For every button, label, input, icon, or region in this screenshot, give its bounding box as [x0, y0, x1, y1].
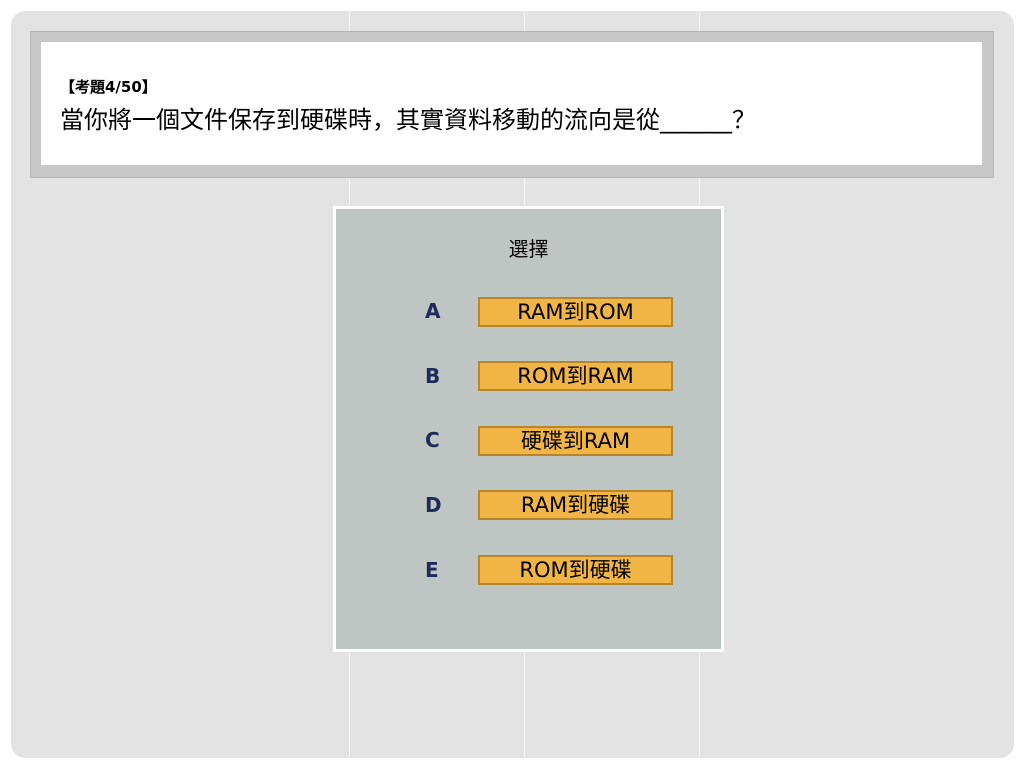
question-panel — [30, 31, 994, 178]
option-b-letter: B — [425, 364, 441, 388]
option-c-button[interactable]: 硬碟到RAM — [478, 426, 673, 456]
question-number: 【考題4/50】 — [60, 78, 157, 96]
option-a-button[interactable]: RAM到ROM — [478, 297, 673, 327]
option-c-letter: C — [425, 428, 440, 452]
option-e-letter: E — [425, 558, 439, 582]
option-b-button[interactable]: ROM到RAM — [478, 361, 673, 391]
option-d-letter: D — [425, 493, 442, 517]
choice-title: 選擇 — [508, 237, 549, 261]
question-text: 當你將一個文件保存到硬碟時，其實資料移動的流向是從______？ — [60, 106, 756, 134]
choice-panel: 選擇 A RAM到ROM B ROM到RAM C 硬碟到RAM D RAM到硬碟… — [333, 206, 724, 652]
question-card — [41, 42, 982, 165]
option-e-button[interactable]: ROM到硬碟 — [478, 555, 673, 585]
option-a-letter: A — [425, 299, 441, 323]
option-d-button[interactable]: RAM到硬碟 — [478, 490, 673, 520]
slide-background — [11, 11, 1014, 758]
